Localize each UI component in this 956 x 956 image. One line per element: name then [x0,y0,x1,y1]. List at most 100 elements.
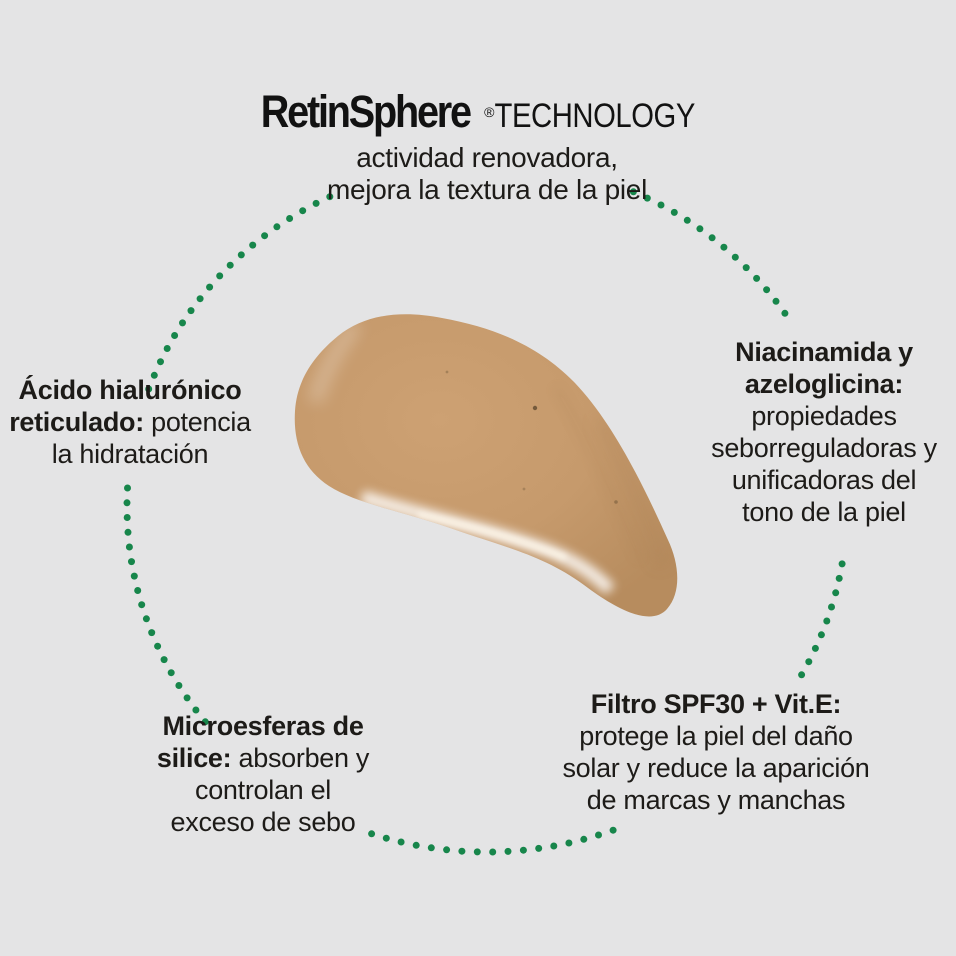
ring-dot [504,847,512,855]
ring-dot [805,658,813,666]
ring-dot [489,848,497,856]
ring-dot [171,332,179,339]
ring-dot [832,589,840,597]
foundation-swatch [294,314,678,617]
retinsphere-tagline-line2: mejora la textura de la piel [327,174,647,205]
niacinamida-line6: tono de la piel [742,497,906,527]
ring-dot [731,253,739,261]
ring-dot [781,309,789,317]
ring-dot [368,830,376,838]
ring-dot [123,514,131,521]
ring-dot [150,371,158,379]
ring-dot [179,319,186,327]
ring-dot [206,283,214,291]
filtro-line1: Filtro SPF30 + Vit.E: [590,689,842,719]
microesferas-line2: silice: absorben y [156,743,370,773]
ring-dot [397,838,405,846]
registered-mark-icon: ® [484,104,495,120]
retinsphere-logo: RetinSphere ®TECHNOLOGY [247,86,728,137]
ring-dot [125,543,133,551]
ring-dot [412,841,420,849]
acido-line3: la hidratación [51,439,209,469]
ring-dot [580,835,588,843]
ring-dot [130,572,138,580]
acido-line2: reticulado: potencia [9,407,251,437]
ring-dot [823,617,831,625]
label-retinsphere: RetinSphere®TECHNOLOGY actividad renovad… [247,86,728,206]
ring-dot [609,826,617,834]
ring-dot [550,842,558,850]
ring-dot [828,603,835,611]
ring-dot [286,215,294,222]
ring-dot [753,274,761,282]
ring-dot [123,499,131,507]
label-niacinamida: Niacinamida y azeloglicina: propiedades … [711,336,937,528]
ring-dot [167,669,175,677]
ring-dot [201,718,209,726]
ring-dot [249,241,257,249]
ring-dot [473,848,481,856]
label-filtro-spf: Filtro SPF30 + Vit.E: protege la piel de… [562,688,869,816]
ring-dot [838,560,846,568]
ring-dot [565,839,573,847]
ring-dot [312,199,320,207]
label-acido-hialuronico: Ácido hialurónico reticulado: potencia l… [9,374,251,470]
ring-dot [216,272,224,280]
ring-dot [427,844,435,852]
niacinamida-line1: Niacinamida y [735,337,913,367]
ring-dot [187,307,195,315]
ring-dot [629,188,637,196]
ring-dot [154,642,162,650]
ring-dot [696,225,704,233]
ring-dot [128,558,135,566]
ring-dot [670,208,678,216]
ring-dot [772,297,780,305]
ring-dot [763,286,771,294]
ring-dot [643,194,651,202]
ring-dot [720,243,728,251]
ring-dot [196,295,204,303]
filtro-line3: solar y reduce la aparición [562,753,870,783]
ring-dot [519,846,527,854]
microesferas-line1: Microesferas de [162,711,364,741]
acido-line1: Ácido hialurónico [18,375,242,405]
ring-dot [299,207,307,215]
ring-dot [458,847,466,855]
ring-dot [163,345,171,352]
ring-dot [175,682,183,689]
ring-dot [138,601,146,609]
ring-dot [124,528,132,536]
ring-dot [142,615,150,623]
ring-dot [134,587,142,594]
filtro-line2: protege la piel del daño [579,721,853,751]
ring-dot [183,694,191,702]
ring-dot [798,671,806,679]
niacinamida-line4: seborreguladoras y [711,433,937,463]
ring-dot [443,846,451,854]
ring-dot [683,216,691,224]
ring-dot [145,385,153,393]
ring-dot [124,484,131,492]
niacinamida-line3: propiedades [751,401,897,431]
ring-dot [835,574,843,582]
brand-wordmark: RetinSphere [260,86,472,137]
ring-dot [708,234,716,242]
ring-dot [261,232,269,240]
ring-dot [192,706,200,714]
ring-dot [535,844,543,852]
ring-dot [817,631,825,639]
niacinamida-line2: azeloglicina: [744,369,904,399]
brand-suffix: TECHNOLOGY [494,97,695,135]
ring-dot [273,223,281,231]
ring-dot [811,644,819,652]
ring-dot [382,834,390,842]
filtro-line4: de marcas y manchas [586,785,846,815]
ring-dot [157,358,164,366]
ring-dot [160,656,168,664]
dotted-ring [123,188,846,856]
ring-dot [148,629,156,637]
ring-dot [595,831,602,839]
ring-dot [657,201,665,209]
